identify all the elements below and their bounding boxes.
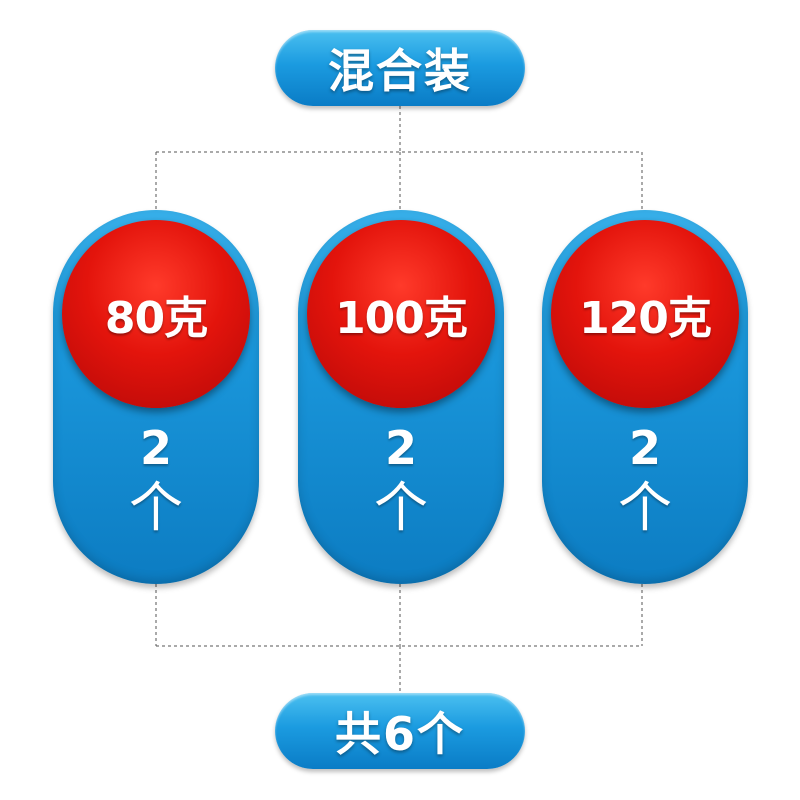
total-label: 共6个 — [334, 707, 465, 761]
count-number: 2 — [384, 421, 417, 475]
weight-label: 80克 — [104, 293, 208, 344]
count-block: 2 个 — [298, 420, 504, 540]
count-unit: 个 — [129, 476, 183, 539]
count-number: 2 — [139, 421, 172, 475]
weight-label: 100克 — [335, 293, 468, 344]
mix-title: 混合装 — [328, 44, 472, 98]
weight-badge: 80克 — [62, 220, 250, 408]
item-capsule: 100克 2 个 — [298, 210, 504, 584]
item-capsule: 120克 2 个 — [542, 210, 748, 584]
mix-title-pill: 混合装 — [275, 30, 525, 106]
count-block: 2 个 — [53, 420, 259, 540]
count-number: 2 — [628, 421, 661, 475]
weight-badge: 100克 — [307, 220, 495, 408]
item-capsule: 80克 2 个 — [53, 210, 259, 584]
total-pill: 共6个 — [275, 693, 525, 769]
count-block: 2 个 — [542, 420, 748, 540]
weight-badge: 120克 — [551, 220, 739, 408]
weight-label: 120克 — [579, 293, 712, 344]
count-unit: 个 — [618, 476, 672, 539]
count-unit: 个 — [374, 476, 428, 539]
